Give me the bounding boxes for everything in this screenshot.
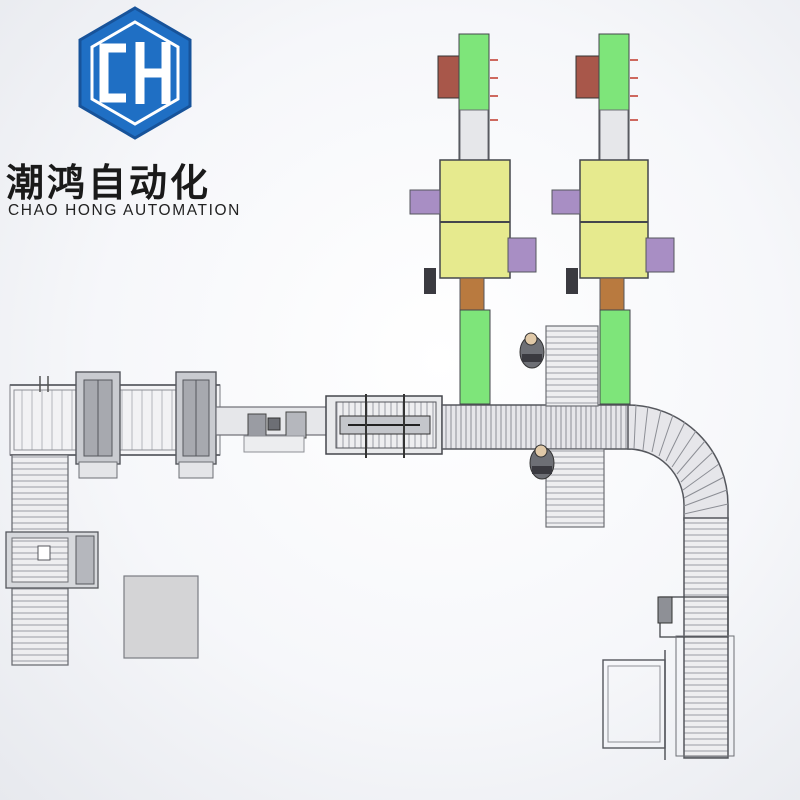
right-vertical-conveyor — [683, 517, 729, 759]
curved-conveyor — [627, 404, 729, 521]
logo-hexagon-icon — [78, 6, 192, 140]
palletizer-cell — [602, 596, 735, 760]
left-case-former-unit — [75, 371, 217, 479]
case-sealer-unit — [325, 394, 443, 458]
company-logo-block: 潮鸿自动化 CHAO HONG AUTOMATION — [0, 0, 280, 230]
upper-side-conveyor — [545, 325, 599, 407]
operator-figure-icon — [529, 444, 555, 480]
main-roller-conveyor — [441, 404, 631, 450]
packing-machine-left — [409, 33, 537, 405]
operator-figure-icon — [519, 332, 545, 369]
lower-side-conveyor — [545, 448, 605, 528]
middle-transfer-conveyor — [215, 406, 329, 453]
company-name-english: CHAO HONG AUTOMATION — [8, 202, 241, 219]
left-vertical-conveyor — [5, 454, 99, 666]
pallet-area — [123, 575, 199, 659]
packing-machine-right — [551, 33, 675, 405]
company-name-chinese: 潮鸿自动化 — [6, 161, 212, 205]
